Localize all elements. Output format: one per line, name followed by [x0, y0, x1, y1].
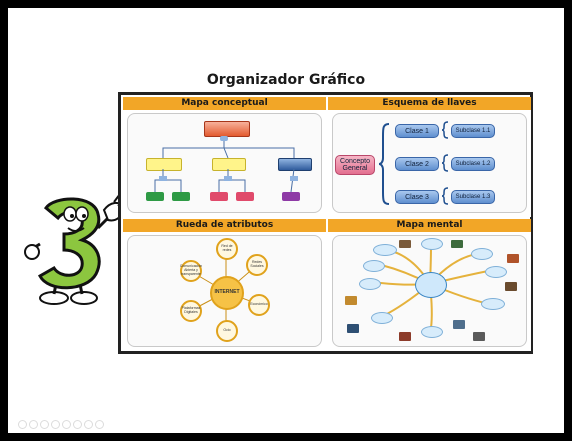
connector — [220, 136, 228, 141]
level3-node — [146, 192, 164, 201]
attribute-node: Red de redes — [216, 238, 238, 260]
braces-diagram: Concepto General Clase 1 Clase 2 Clase 3… — [332, 113, 527, 213]
mind-map-node — [471, 248, 493, 260]
subclass-node: Subclase 1.1 — [451, 124, 495, 138]
mind-map-node — [421, 238, 443, 250]
subclass-node: Subclase 1.2 — [451, 157, 495, 171]
concept-node: Concepto General — [335, 155, 375, 175]
mind-map-image — [399, 332, 411, 341]
mind-map-diagram — [332, 235, 527, 347]
mind-map-image — [451, 240, 463, 248]
panel-header: Mapa conceptual — [123, 97, 326, 110]
graphic-organizer-figure: Mapa conceptual — [118, 92, 533, 354]
mind-map-node — [359, 278, 381, 290]
mind-map-image — [505, 282, 517, 291]
panel-header: Rueda de atributos — [123, 219, 326, 232]
concept-map-diagram — [127, 113, 322, 213]
braces-panel: Esquema de llaves Concepto General Clase… — [328, 97, 531, 217]
prev-slide-icon[interactable] — [18, 420, 27, 429]
slide-title: Organizador Gráfico — [206, 72, 366, 88]
attribute-wheel-diagram: INTERNET Red de redes Redes Sociales Eco… — [127, 235, 322, 347]
mind-map-node — [421, 326, 443, 338]
mind-map-image — [507, 254, 519, 263]
level3-node — [172, 192, 190, 201]
mind-map-node — [481, 298, 505, 310]
subtitles-icon[interactable] — [84, 420, 93, 429]
mind-map-image — [473, 332, 485, 341]
slideshow-controls — [18, 420, 104, 429]
mind-map-image — [399, 240, 411, 248]
level2-node — [212, 158, 246, 171]
attribute-node: Económico — [248, 294, 270, 316]
level3-node — [236, 192, 254, 201]
more-options-icon[interactable] — [95, 420, 104, 429]
concept-map-panel: Mapa conceptual — [123, 97, 326, 217]
slide: Organizador Gráfico Mapa conceptual — [8, 8, 564, 433]
subclass-node: Subclase 1.3 — [451, 190, 495, 204]
pen-icon[interactable] — [40, 420, 49, 429]
panel-header: Mapa mental — [328, 219, 531, 232]
level3-node — [210, 192, 228, 201]
attribute-node: Comunicación Abierta y transparente — [180, 260, 202, 282]
class-node: Clase 3 — [395, 190, 439, 204]
mind-map-image — [347, 324, 359, 333]
level3-node — [282, 192, 300, 201]
mind-map-image — [345, 296, 357, 305]
mind-map-node — [363, 260, 385, 272]
brace-icon — [441, 154, 449, 172]
mind-map-node — [485, 266, 507, 278]
mind-map-panel: Mapa mental — [328, 219, 531, 351]
wheel-center: INTERNET — [210, 276, 244, 310]
class-node: Clase 2 — [395, 157, 439, 171]
class-node: Clase 1 — [395, 124, 439, 138]
mind-map-node — [373, 244, 397, 256]
number-three-mascot-icon — [24, 193, 126, 305]
grid-icon[interactable] — [73, 420, 82, 429]
panel-header: Esquema de llaves — [328, 97, 531, 110]
level2-node — [278, 158, 312, 171]
attribute-wheel-panel: Rueda de atributos INTERNET Red de redes… — [123, 219, 326, 351]
level2-node — [146, 158, 182, 171]
mind-map-node — [371, 312, 393, 324]
mind-map-image — [453, 320, 465, 329]
attribute-node: Ocio — [216, 320, 238, 342]
next-slide-icon[interactable] — [29, 420, 38, 429]
attribute-node: Redes Sociales — [246, 254, 268, 276]
zoom-icon[interactable] — [62, 420, 71, 429]
attribute-node: Plataformas Digitales — [180, 300, 202, 322]
brace-icon — [441, 121, 449, 139]
mind-map-center — [415, 272, 447, 298]
brace-icon — [441, 187, 449, 205]
concept-map-lines — [154, 141, 298, 193]
highlighter-icon[interactable] — [51, 420, 60, 429]
brace-icon — [378, 123, 390, 205]
